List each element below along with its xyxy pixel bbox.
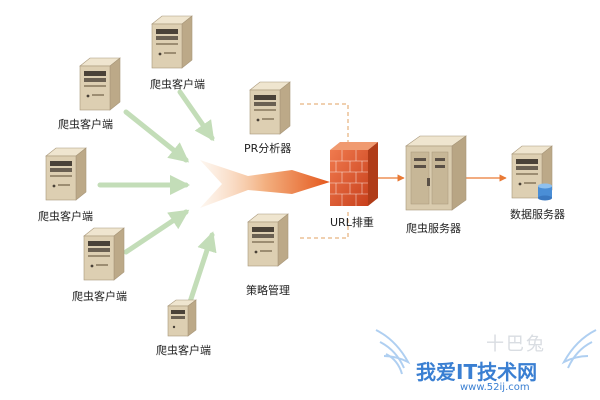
server-icon-client-bottom	[167, 299, 197, 337]
arrow-client-bottom	[187, 231, 217, 305]
label-client-bottom: 爬虫客户端	[156, 344, 211, 357]
label-client-top: 爬虫客户端	[150, 78, 205, 91]
server-icon-policy-mgmt	[247, 213, 289, 267]
watermark-site-url: www.52ij.com	[460, 382, 530, 393]
label-data-server: 数据服务器	[510, 208, 565, 221]
label-url-dedup: URL排重	[330, 216, 374, 229]
server-icon-client-upper-left	[79, 57, 121, 111]
watermark-site-name: 我爱IT技术网	[416, 360, 538, 384]
watermark-corner-text: 十巴兔	[486, 334, 546, 355]
label-client-mid-left: 爬虫客户端	[38, 210, 93, 223]
label-client-upper-left: 爬虫客户端	[58, 118, 113, 131]
database-icon	[538, 183, 552, 201]
dash-policy-to-url	[300, 212, 349, 239]
label-client-lower-left: 爬虫客户端	[72, 290, 127, 303]
crawler-server-icon	[405, 135, 467, 211]
label-policy-mgmt: 策略管理	[246, 284, 290, 297]
arrow-client-top	[177, 89, 215, 142]
server-icon-client-top	[151, 15, 193, 69]
firewall-icon	[330, 142, 378, 206]
arrow-client-upper-left	[123, 109, 190, 163]
main-flow-arrow	[200, 160, 330, 208]
dashed-connectors	[300, 103, 349, 239]
watermark-wings-icon	[375, 329, 597, 375]
server-icon-pr-analyzer	[249, 81, 291, 135]
label-pr-analyzer: PR分析器	[244, 142, 292, 155]
server-icon-client-lower-left	[83, 227, 125, 281]
label-crawler-server: 爬虫服务器	[406, 222, 461, 235]
dash-pr-to-url	[300, 103, 349, 148]
arrow-client-lower-left	[123, 209, 190, 255]
server-icon-client-mid-left	[45, 147, 87, 201]
client-arrows	[97, 89, 217, 305]
